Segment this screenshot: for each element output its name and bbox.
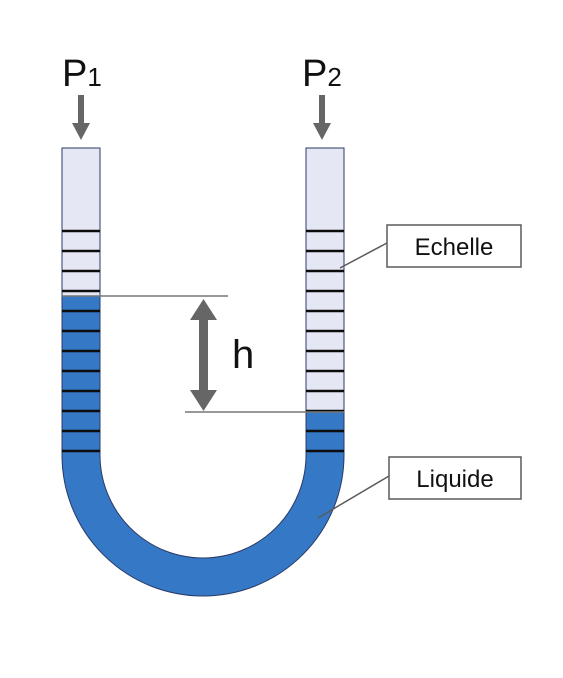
right-scale (306, 229, 344, 453)
scale-label: Echelle (415, 234, 494, 261)
scale-callout-box (386, 224, 522, 268)
pressure-label-p2: P2 (302, 53, 342, 95)
height-label: h (232, 333, 254, 377)
arrow-down-icon (72, 95, 90, 140)
double-arrow-vertical-icon (190, 299, 217, 411)
liquid-callout-line (317, 475, 390, 519)
liquid-body (61, 295, 345, 597)
pressure-symbol: P (302, 53, 327, 95)
pressure-label-p1: P1 (62, 53, 102, 95)
liquid-label: Liquide (416, 466, 493, 493)
left-tube-empty (61, 147, 101, 297)
pressure-symbol: P (62, 53, 87, 95)
right-tube-empty (305, 147, 345, 413)
pressure-subscript: 1 (87, 62, 101, 92)
arrow-down-icon (313, 95, 331, 140)
liquid-callout-box (388, 456, 522, 500)
left-scale (62, 229, 100, 453)
scale-callout-line (339, 242, 388, 269)
pressure-subscript: 2 (327, 62, 341, 92)
